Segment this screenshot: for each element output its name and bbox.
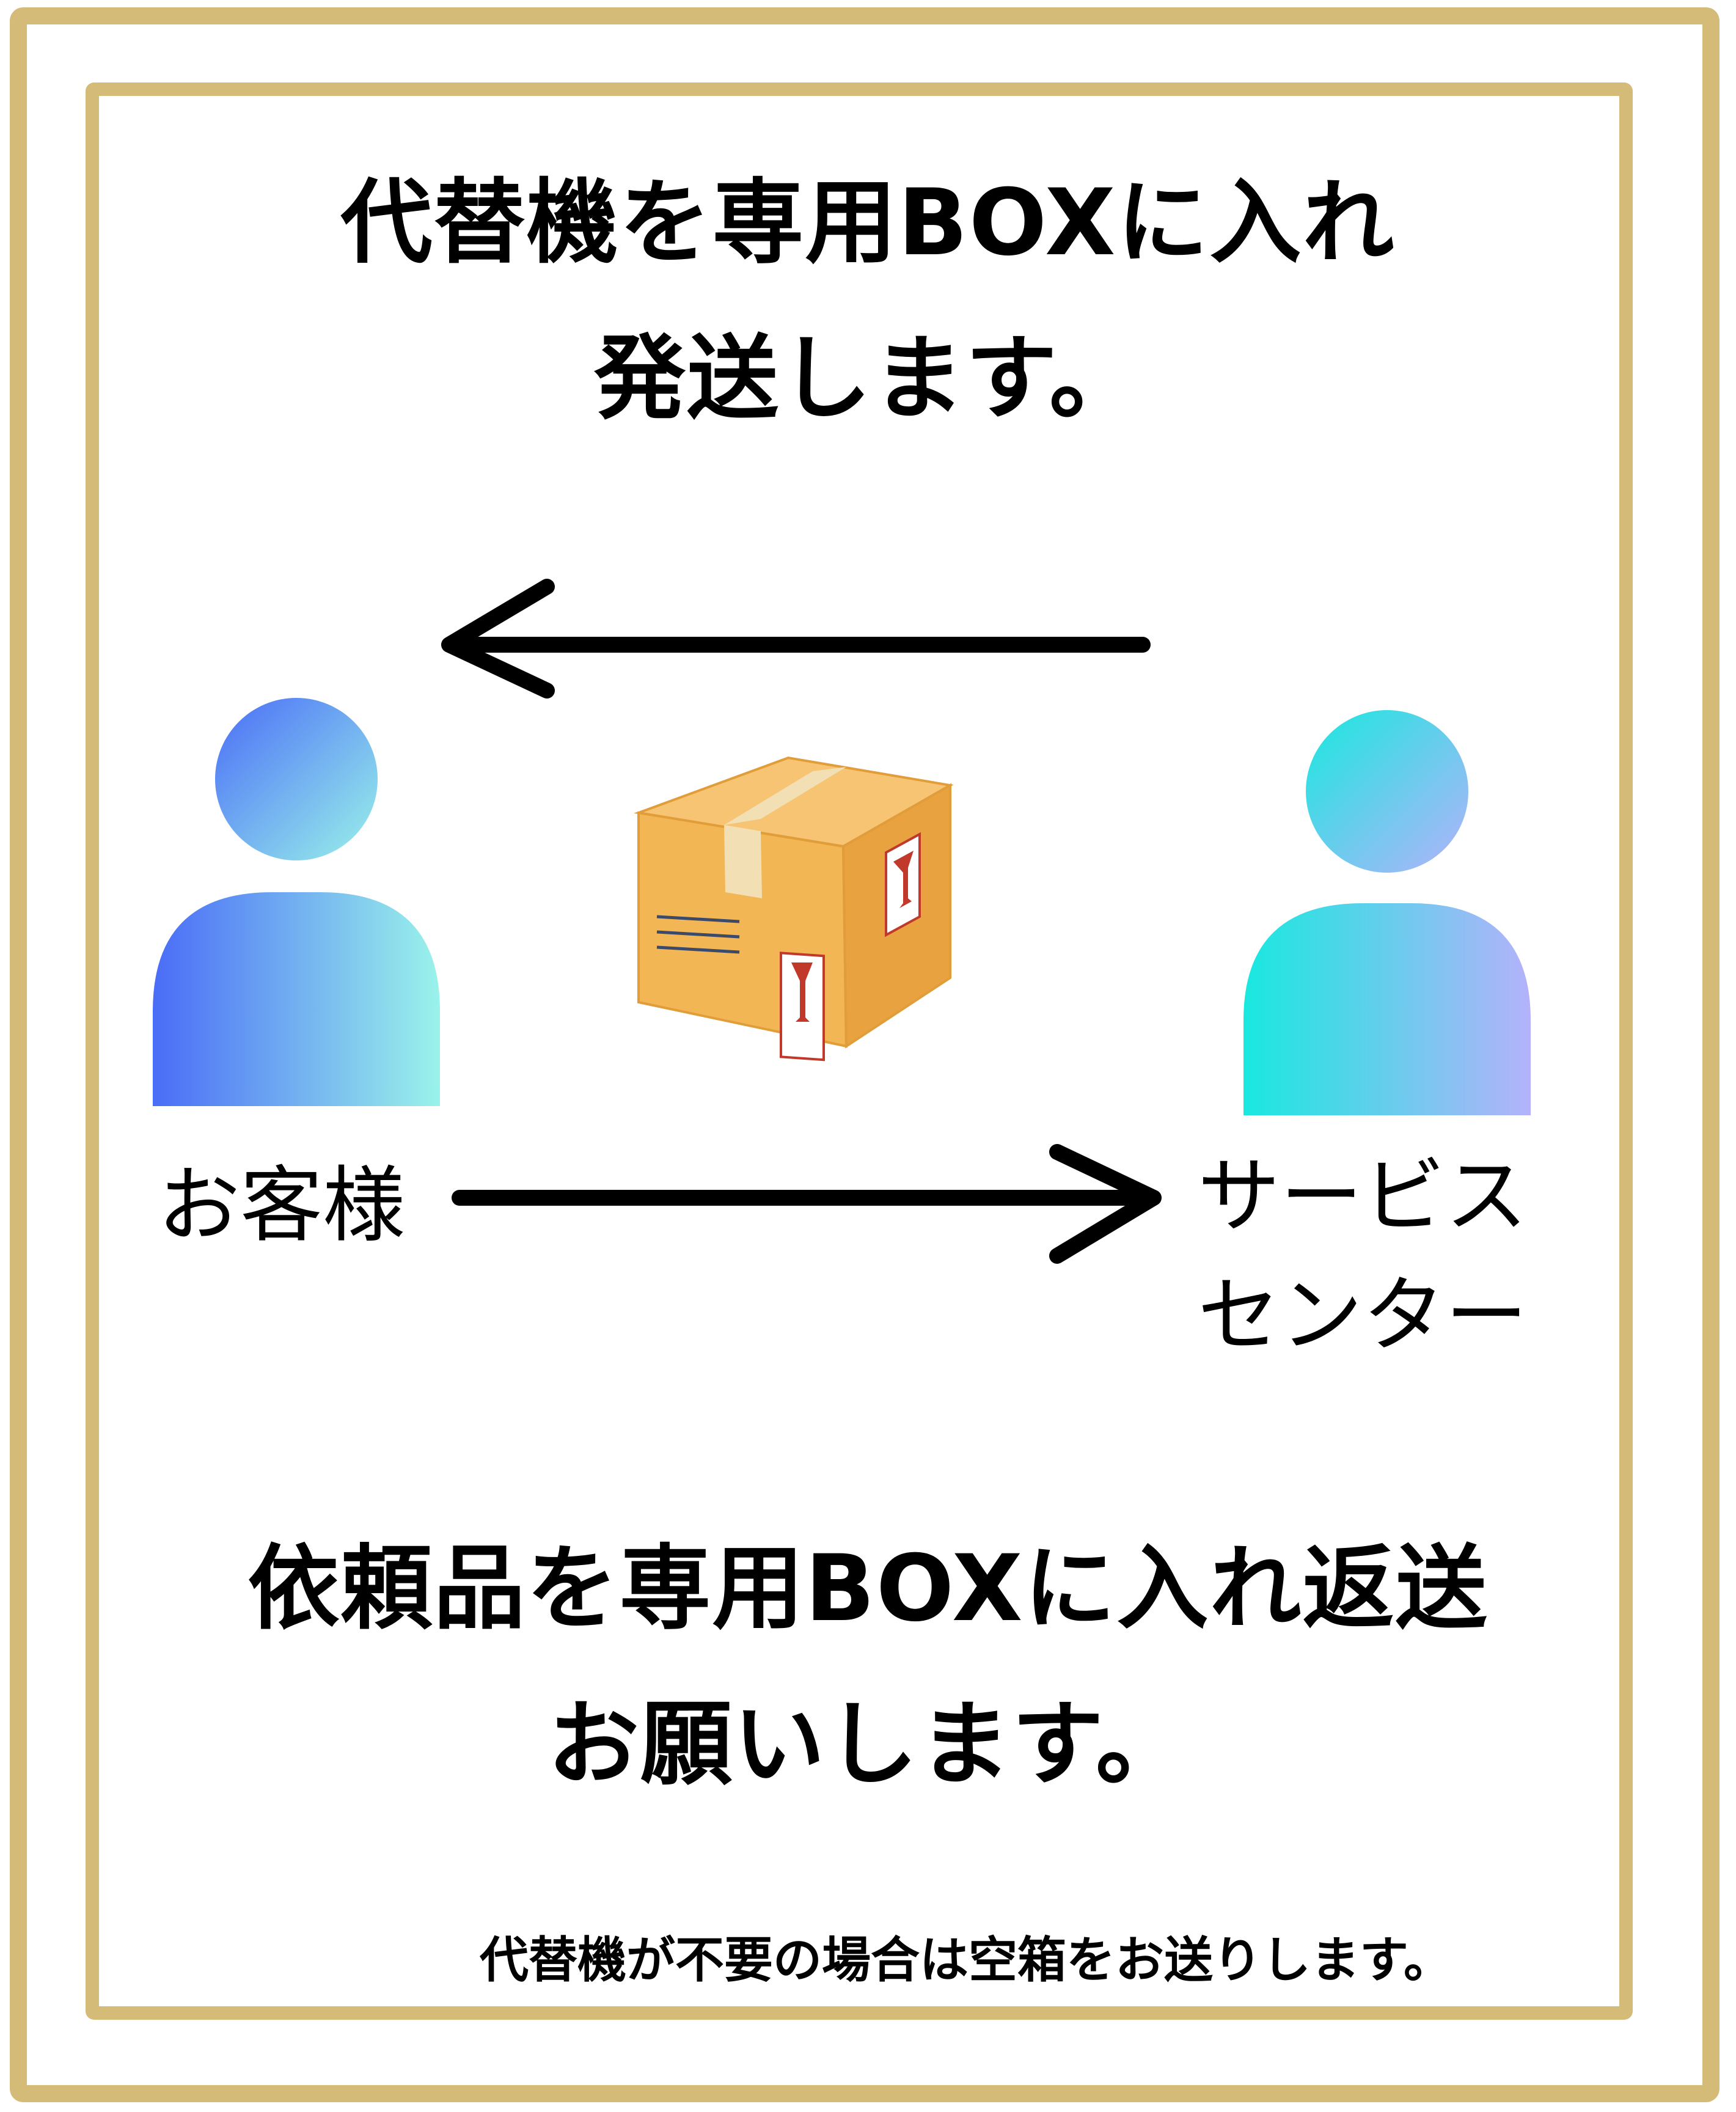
top-heading-line2: 発送します。 [593,326,1142,432]
bottom-heading-line2: お願いします。 [547,1692,1188,1798]
bottom-heading-line1: 依頼品を専用BOXに入れ返送 [247,1536,1489,1642]
outer-frame [10,7,1720,2102]
fragile-sticker-icon [780,952,825,1062]
service-person-icon [1243,710,1531,1115]
customer-label: お客様 [158,1157,405,1253]
customer-person-icon [153,698,440,1106]
inner-frame [86,82,1633,2020]
service-center-label-line2: センター [1198,1267,1528,1363]
cardboard-box-icon [634,756,954,1062]
fragile-sticker-side-icon [885,832,921,937]
service-center-label-line1: サービス [1198,1148,1528,1244]
footnote: 代替機が不要の場合は空箱をお送りします。 [480,1932,1452,1989]
top-heading-line1: 代替機を専用BOXに入れ [340,170,1396,276]
arrow-left-icon [441,579,1151,698]
arrow-right-icon [452,1144,1162,1264]
